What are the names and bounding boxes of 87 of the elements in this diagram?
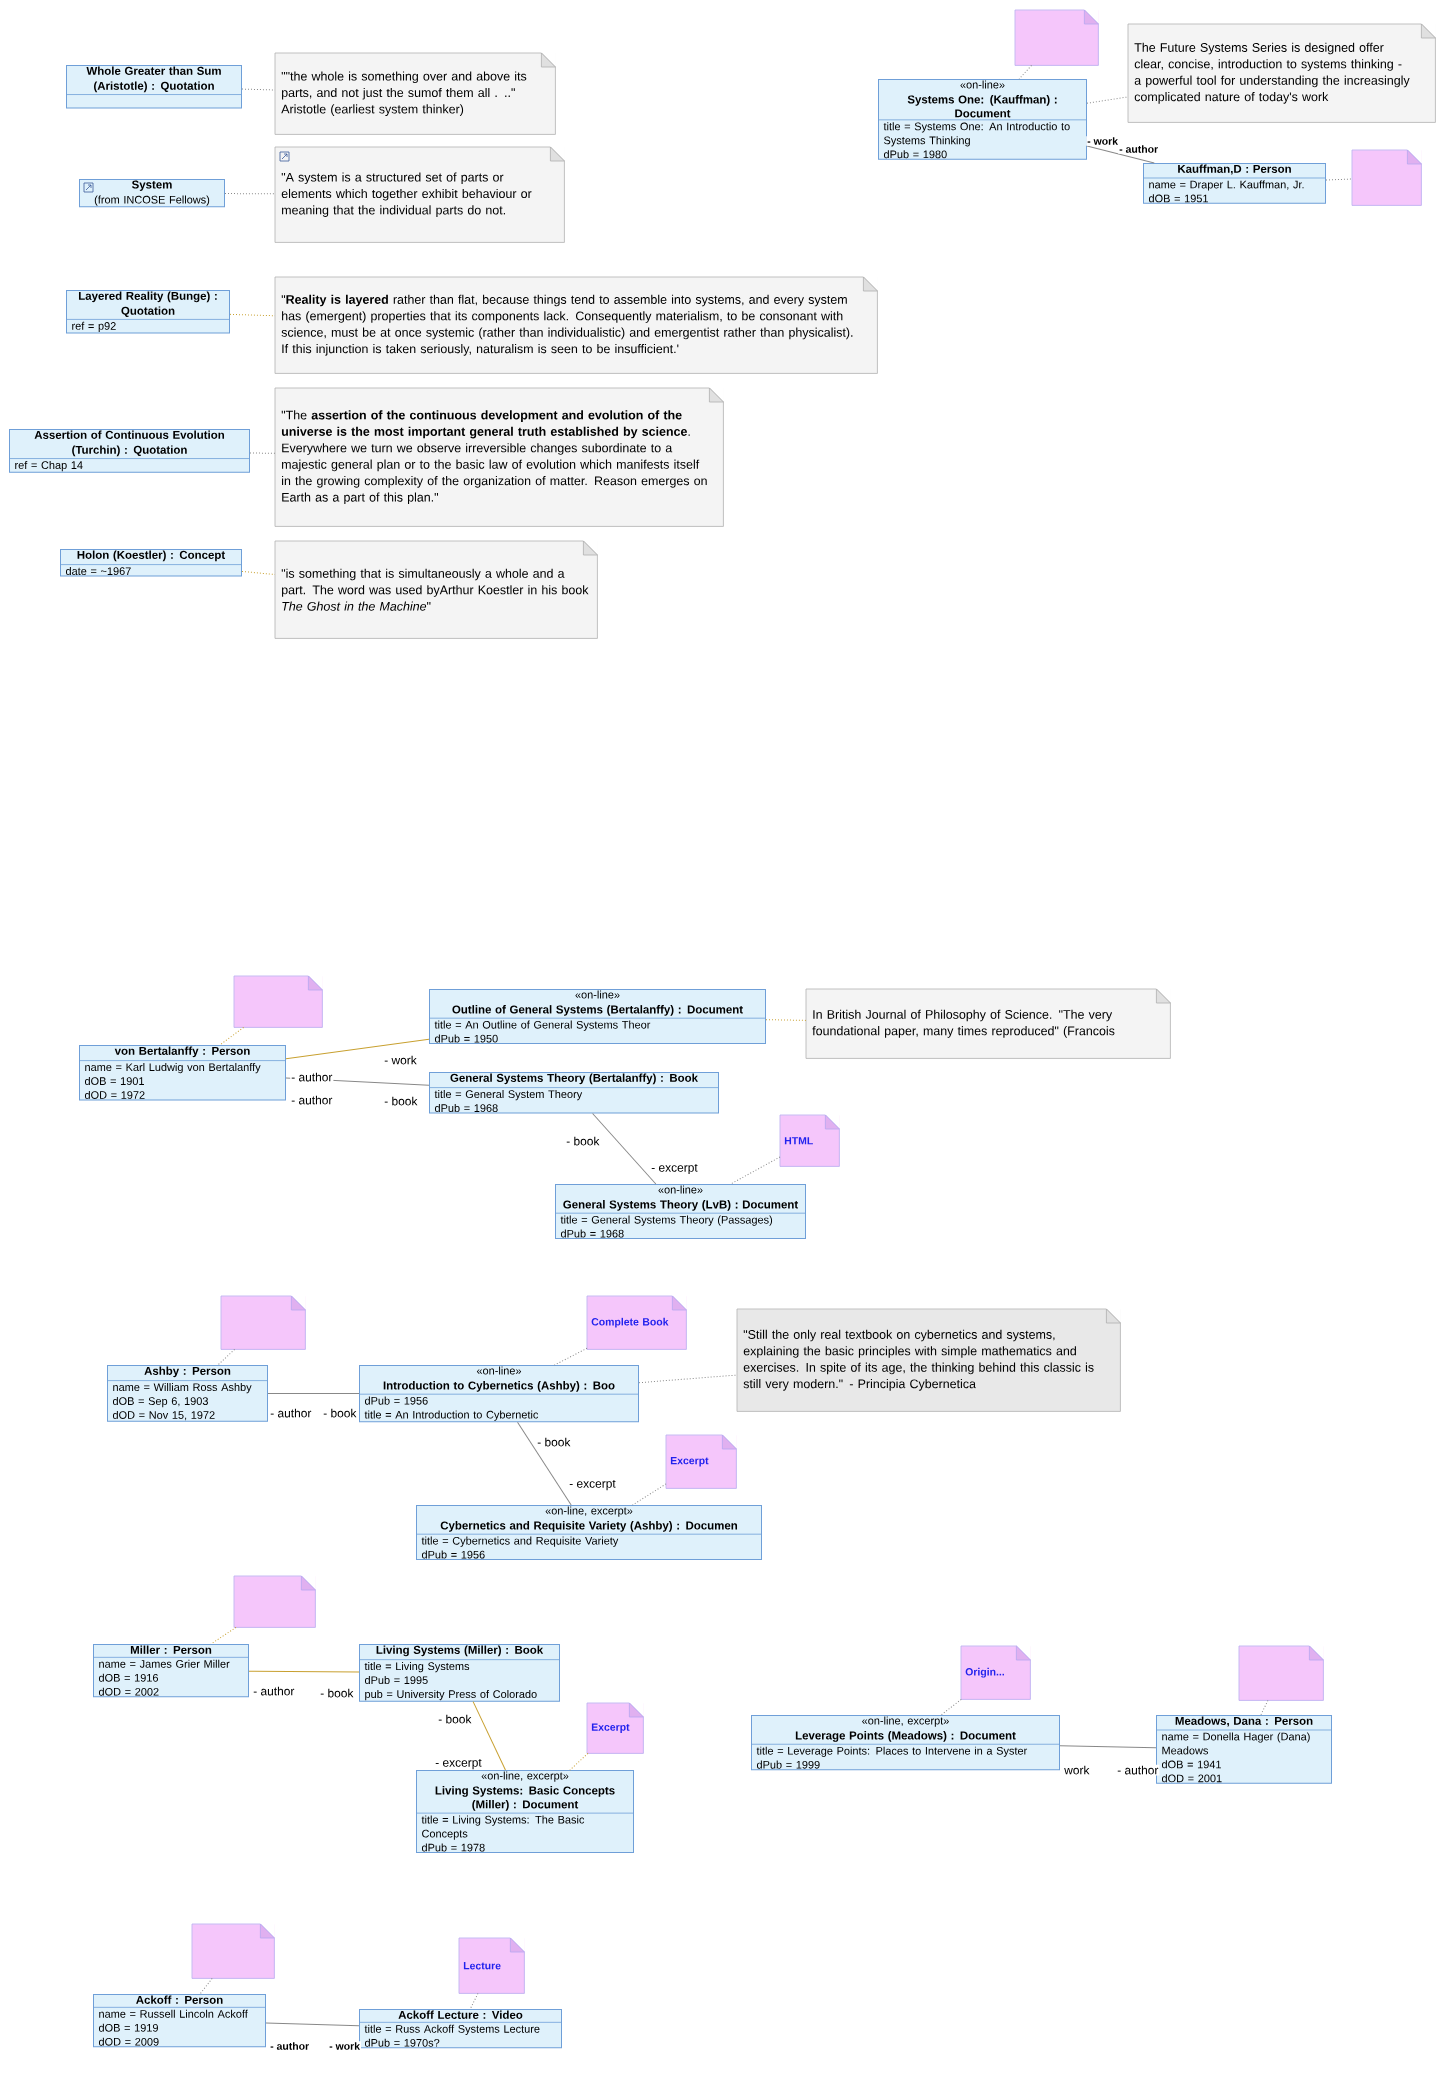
note-link <box>1086 96 1129 104</box>
object-box: Ashby : Person name = William Ross Ashby dOB = Sep 6, 1903 dOD = Nov 15, 1972 <box>107 1365 268 1422</box>
note: "is something that is simultaneously a whole and a part. The word was used byArthur Koestler in his book The Ghost in the Machine" <box>274 540 598 639</box>
note-link <box>765 1019 807 1021</box>
role-label: work <box>1063 1764 1091 1776</box>
note: The Future Systems Series is designed offer clear, concise, introduction to systems thinking - a powerful tool for understanding the increasingly complicated nature of today's work <box>1127 23 1436 123</box>
link-note: Lecture <box>458 1937 525 1994</box>
object-box: «on-line» Outline of General Systems (Bertalanffy) : Document title = An Outline of General Systems Theor dPub = 1950 <box>429 989 766 1045</box>
note-link <box>199 1977 213 1995</box>
note-link <box>229 313 276 317</box>
edge-label: - work <box>328 2041 361 2051</box>
object-box: General Systems Theory (Bertalanffy) : Book title = General System Theory dPub = 1968 <box>429 1072 719 1114</box>
edge-label: - excerpt <box>650 1162 699 1176</box>
role-label: - book <box>536 1436 572 1448</box>
edge-label: - author <box>1116 1764 1160 1776</box>
object-box: Living Systems (Miller) : Book title = Living Systems dPub = 1995 pub = University Press of Colorado <box>359 1644 560 1702</box>
role-label: - author <box>290 1094 334 1106</box>
note: ""the whole is something over and above its parts, and not just the sumof them all . .." Aristotle (earliest system thinker) <box>274 52 556 135</box>
object-box: «on-line, excerpt» Cybernetics and Requisite Variety (Ashby) : Documen title = Cybernetics and Requisite Variety dPub = 1956 <box>416 1505 762 1561</box>
object-box: Ackoff Lecture : Video title = Russ Ackoff Systems Lecture dPub = 1970s? <box>359 2009 562 2049</box>
note-link <box>210 1626 237 1645</box>
edge-label: - book <box>322 1407 358 1419</box>
object-box: von Bertalanffy : Person name = Karl Ludwig von Bertalanffy dOB = 1901 dOD = 1972 <box>79 1045 286 1101</box>
link-note: Excerpt <box>586 1702 644 1754</box>
association-line <box>1059 1745 1157 1749</box>
note-link <box>1325 178 1353 181</box>
object-box: «on-line» Systems One: (Kauffman) : Document title = Systems One: An Introductio to Systems Thinking dPub = 1980 <box>878 79 1087 160</box>
role-label: - author <box>269 2041 311 2051</box>
note-link <box>940 1698 962 1716</box>
link-note: Origin... <box>960 1645 1031 1700</box>
note: "Reality is layered rather than flat, because things tend to assemble into systems, and every system has (emergent) properties that its components lack. Consequently materialism, to be consonant with science, must be at once systemic (rather than individualistic) and emergentist rather than physicalist). If this injunction is taken seriously, naturalism is seen to be insufficient.' <box>274 276 878 374</box>
note <box>233 1575 316 1628</box>
edge-label: - work <box>383 1054 418 1066</box>
note-link <box>249 452 276 454</box>
note-link <box>469 1992 479 2010</box>
note <box>1351 149 1422 206</box>
note: In British Journal of Philosophy of Science. "The very foundational paper, many times reproduced" (Francois <box>805 988 1171 1059</box>
note-link <box>554 1347 588 1366</box>
object-box: «on-line» General Systems Theory (LvB) : Document title = General Systems Theory (Passages) dPub = 1968 <box>555 1184 806 1240</box>
edge-label: - author <box>1118 144 1160 154</box>
role-label: - book <box>437 1713 473 1725</box>
note-link <box>569 1752 589 1771</box>
note-link <box>219 1026 245 1046</box>
note: "Still the only real textbook on cybernetics and systems, explaining the basic principles with simple mathematics and exercises. In spite of its age, the thinking behind this classic is still very modern." - Principia Cybernetica <box>736 1308 1121 1412</box>
link-note: Excerpt <box>665 1434 737 1489</box>
object-box: Assertion of Continuous Evolution (Turchin) : Quotation ref = Chap 14 <box>9 429 250 473</box>
role-label: - work <box>1086 136 1119 146</box>
note <box>1238 1645 1324 1701</box>
object-box: «on-line» Introduction to Cybernetics (Ashby) : Boo dPub = 1956 title = An Introduction to Cybernetic <box>359 1365 639 1423</box>
note: "A system is a structured set of parts or elements which together exhibit behaviour or meaning that the individual parts do not. <box>274 146 565 243</box>
object-box: Holon (Koestler) : Concept date = ~1967 <box>60 549 242 577</box>
link-note: HTML <box>779 1114 840 1167</box>
role-label: - author <box>290 1071 334 1083</box>
association-line <box>1086 145 1155 164</box>
object-box: Kauffman,D : Person name = Draper L. Kauffman, Jr. dOB = 1951 <box>1143 163 1326 204</box>
note <box>233 975 323 1028</box>
association-line <box>248 1670 360 1673</box>
note-link <box>730 1156 781 1185</box>
edge-label: - book <box>383 1095 419 1107</box>
note-link <box>241 88 276 91</box>
note-link <box>1260 1699 1269 1716</box>
association-line <box>265 2022 360 2027</box>
note-link <box>224 193 276 195</box>
association-line <box>285 1038 430 1060</box>
association-line <box>267 1392 360 1394</box>
note: "The assertion of the continuous development and evolution of the universe is the most important general truth established by science. Everywhere we turn we observe irreversible changes subordinate to a majestic general plan or to the basic law of evolution which manifests itself in the growing complexity of the organization of matter. Reason emerges on Earth as a part of this plan." <box>274 387 724 527</box>
note <box>1014 9 1099 66</box>
association-line <box>472 1701 506 1771</box>
association-line <box>592 1113 657 1185</box>
object-box: Miller : Person name = James Grier Miller dOB = 1916 dOD = 2002 <box>93 1644 249 1698</box>
role-label: - book <box>565 1135 601 1147</box>
note <box>220 1295 306 1350</box>
object-box: Layered Reality (Bunge) : Quotation ref = p92 <box>66 290 230 334</box>
object-box: Ackoff : Person name = Russell Lincoln Ackoff dOB = 1919 dOD = 2009 <box>93 1994 266 2048</box>
link-note: Complete Book <box>586 1295 687 1350</box>
edge-label: - book <box>319 1687 355 1699</box>
note-link <box>638 1374 738 1384</box>
object-box: Whole Greater than Sum (Aristotle) : Quotation <box>66 65 242 109</box>
object-box: «on-line, excerpt» Living Systems: Basic Concepts (Miller) : Document title = Living Systems: The Basic Concepts dPub = 1978 <box>416 1770 634 1853</box>
note <box>191 1923 275 1979</box>
object-box: System (from INCOSE Fellows) <box>79 179 225 208</box>
edge-label: - excerpt <box>568 1478 617 1492</box>
association-line <box>517 1421 572 1506</box>
note-link <box>632 1483 667 1506</box>
edge-label: - excerpt <box>434 1757 483 1771</box>
note-link <box>241 570 276 576</box>
object-box: «on-line, excerpt» Leverage Points (Meadows) : Document title = Leverage Points: Places to Intervene in a Syster dPub = 1999 <box>751 1715 1060 1771</box>
